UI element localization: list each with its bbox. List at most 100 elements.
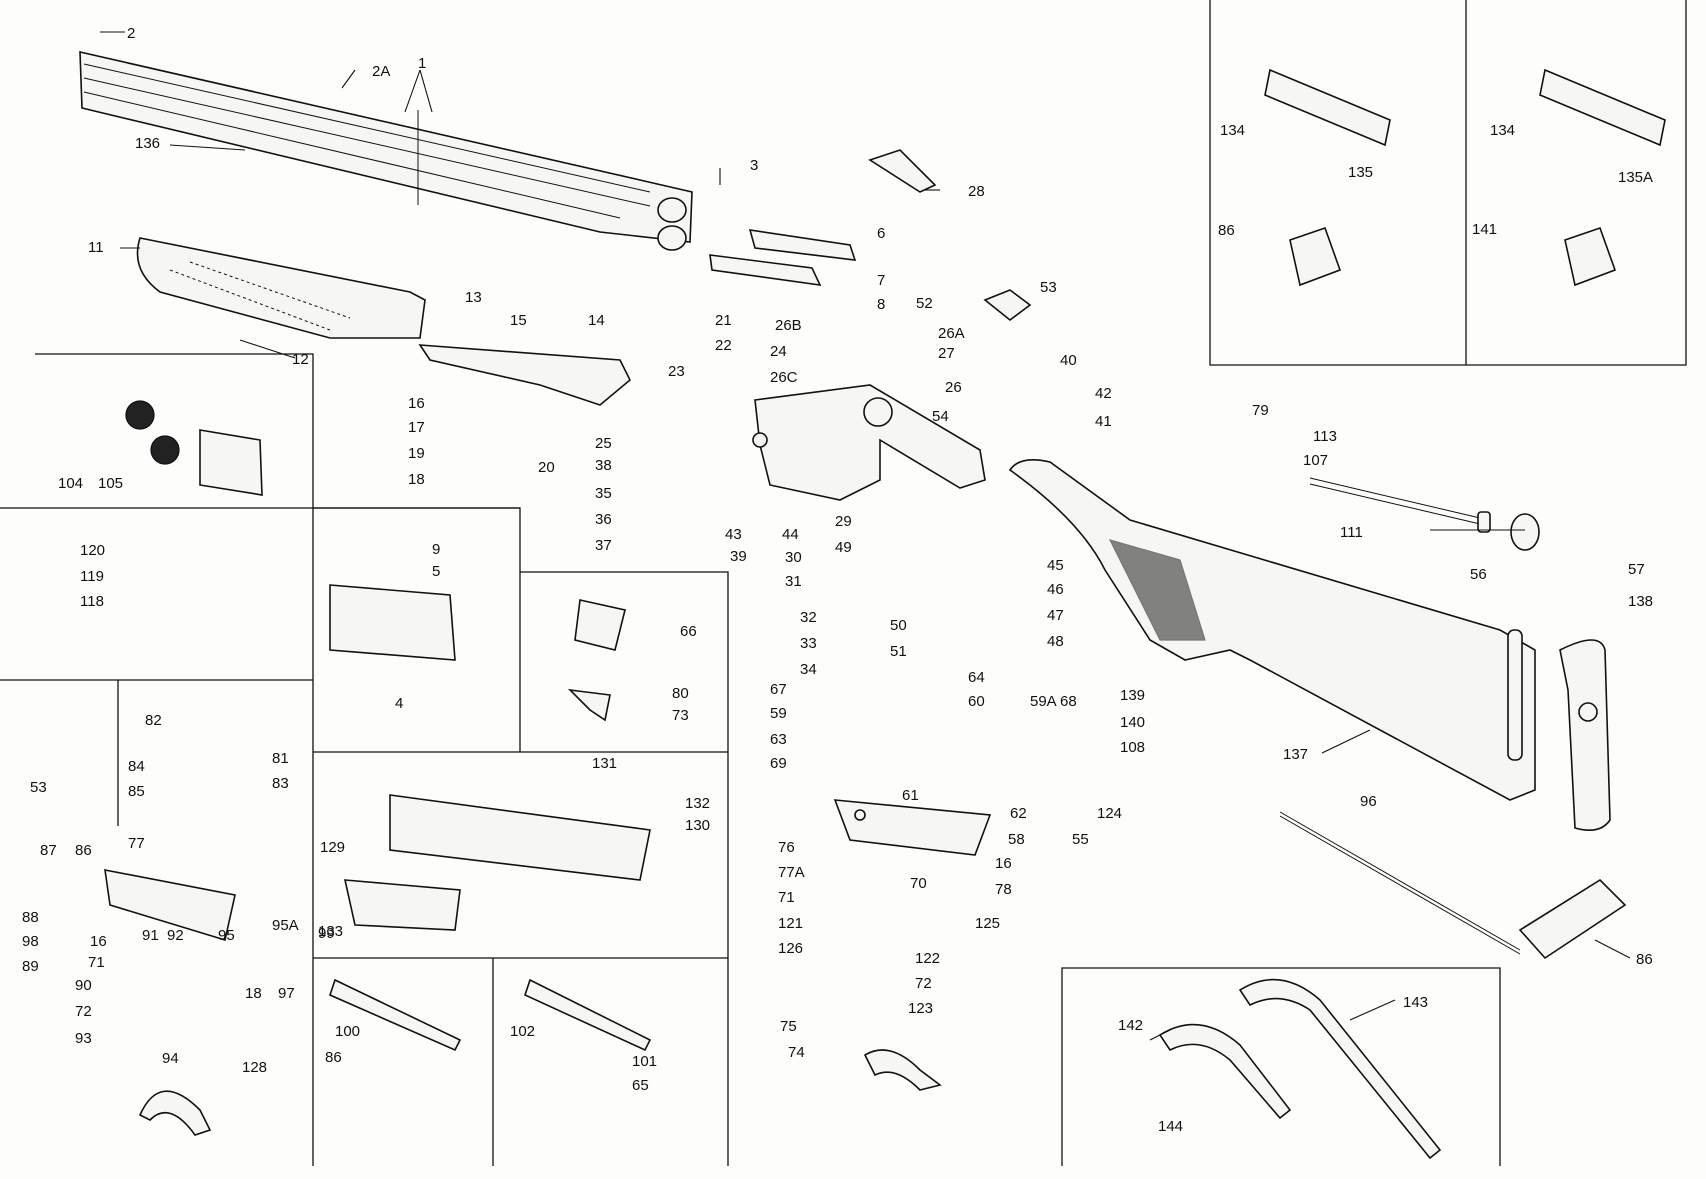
label-134: 135: [1348, 164, 1373, 181]
label-65: 67: [770, 681, 787, 698]
label-131: 131: [592, 755, 617, 772]
trigger-guards-part: [1158, 978, 1442, 1160]
label-2A: 2A: [372, 63, 390, 80]
forend-part: [136, 237, 426, 339]
label-2: 2: [127, 25, 135, 42]
label-77: 77: [128, 835, 145, 852]
label-58: 16: [995, 855, 1012, 872]
label-13: 13: [465, 289, 482, 306]
label-61: 124: [1097, 805, 1122, 822]
label-86: 86: [75, 842, 92, 859]
label-38: 38: [595, 457, 612, 474]
label-84: 84: [128, 758, 145, 775]
label-53-b: 53: [30, 779, 47, 796]
label-45: 45: [1047, 557, 1064, 574]
label-52: 52: [916, 295, 933, 312]
label-28: 28: [968, 183, 985, 200]
label-25: 25: [595, 435, 612, 452]
label-100: 86: [325, 1049, 342, 1066]
label-16-c: 77A: [778, 864, 805, 881]
label-86-d: 134: [1490, 122, 1515, 139]
label-57: 138: [1628, 593, 1653, 610]
label-125: 126: [778, 940, 803, 957]
label-60: 59A: [1030, 693, 1057, 710]
stock-part: [1008, 459, 1536, 801]
label-26A: 26A: [938, 325, 965, 342]
label-56: 57: [1628, 561, 1645, 578]
label-81: 81: [272, 750, 289, 767]
label-129: 129: [320, 839, 345, 856]
label-135: 86: [1218, 222, 1235, 239]
label-41: 41: [1095, 413, 1112, 430]
label-39: 39: [730, 548, 747, 565]
label-121: 125: [975, 915, 1000, 932]
label-72: 72: [75, 1003, 92, 1020]
label-83: 83: [272, 775, 289, 792]
label-31: 31: [785, 573, 802, 590]
label-119: 119: [80, 568, 104, 585]
label-29: 29: [835, 513, 852, 530]
label-97: 97: [278, 985, 295, 1002]
label-78: 71: [778, 889, 795, 906]
label-86-b: 102: [510, 1023, 535, 1040]
label-113: 107: [1303, 452, 1328, 469]
label-12: 12: [292, 351, 309, 368]
label-64: 59: [770, 705, 787, 722]
label-108: 137: [1283, 746, 1308, 763]
label-99: 100: [335, 1023, 360, 1040]
label-9: 9: [432, 541, 440, 558]
label-98: 98: [22, 933, 39, 950]
label-118: 118: [80, 593, 104, 610]
label-95A: 95A: [272, 917, 299, 934]
label-26B: 26B: [775, 317, 802, 334]
label-93: 93: [75, 1030, 92, 1047]
label-137: 96: [1360, 793, 1377, 810]
label-67: 64: [968, 669, 985, 686]
label-1: 1: [418, 55, 426, 72]
label-135A: 141: [1472, 221, 1497, 238]
label-104: 104: [58, 475, 83, 492]
label-26C: 26C: [770, 369, 798, 386]
label-102: 101: [632, 1053, 657, 1070]
label-143: 144: [1158, 1118, 1183, 1135]
label-26: 26: [945, 379, 962, 396]
small-parts: [104, 68, 1666, 1136]
label-111: 56: [1470, 566, 1487, 583]
label-7: 7: [877, 272, 885, 289]
label-21: 21: [715, 312, 732, 329]
label-123: 75: [780, 1018, 797, 1035]
label-136: 136: [135, 135, 160, 152]
label-46: 46: [1047, 581, 1064, 598]
label-82: 82: [145, 712, 162, 729]
label-72-b: 123: [908, 1000, 933, 1017]
label-66: 66: [680, 623, 697, 640]
label-8: 8: [877, 296, 885, 313]
label-20: 20: [538, 459, 555, 476]
stock-bolt-part: [1309, 477, 1540, 551]
label-131-b: 133: [318, 923, 343, 940]
label-124: 62: [1010, 805, 1027, 822]
label-33: 33: [800, 635, 817, 652]
barrels-part: [79, 50, 693, 251]
label-126: 122: [915, 950, 940, 967]
label-140: 108: [1120, 739, 1145, 756]
label-53: 53: [1040, 279, 1057, 296]
label-96: 86: [1636, 951, 1653, 968]
label-40: 40: [1060, 352, 1077, 369]
label-139: 140: [1120, 714, 1145, 731]
label-80: 80: [672, 685, 689, 702]
label-133: 99: [318, 925, 335, 942]
label-73: 73: [672, 707, 689, 724]
label-54: 54: [932, 408, 949, 425]
label-94: 94: [162, 1050, 179, 1067]
label-120: 120: [80, 542, 105, 559]
recoil-pad-part: [1559, 639, 1611, 831]
label-89: 89: [22, 958, 39, 975]
label-50: 50: [890, 617, 907, 634]
label-42: 42: [1095, 385, 1112, 402]
label-142: 143: [1403, 994, 1428, 1011]
receiver-part: [752, 384, 986, 501]
label-47: 47: [1047, 607, 1064, 624]
